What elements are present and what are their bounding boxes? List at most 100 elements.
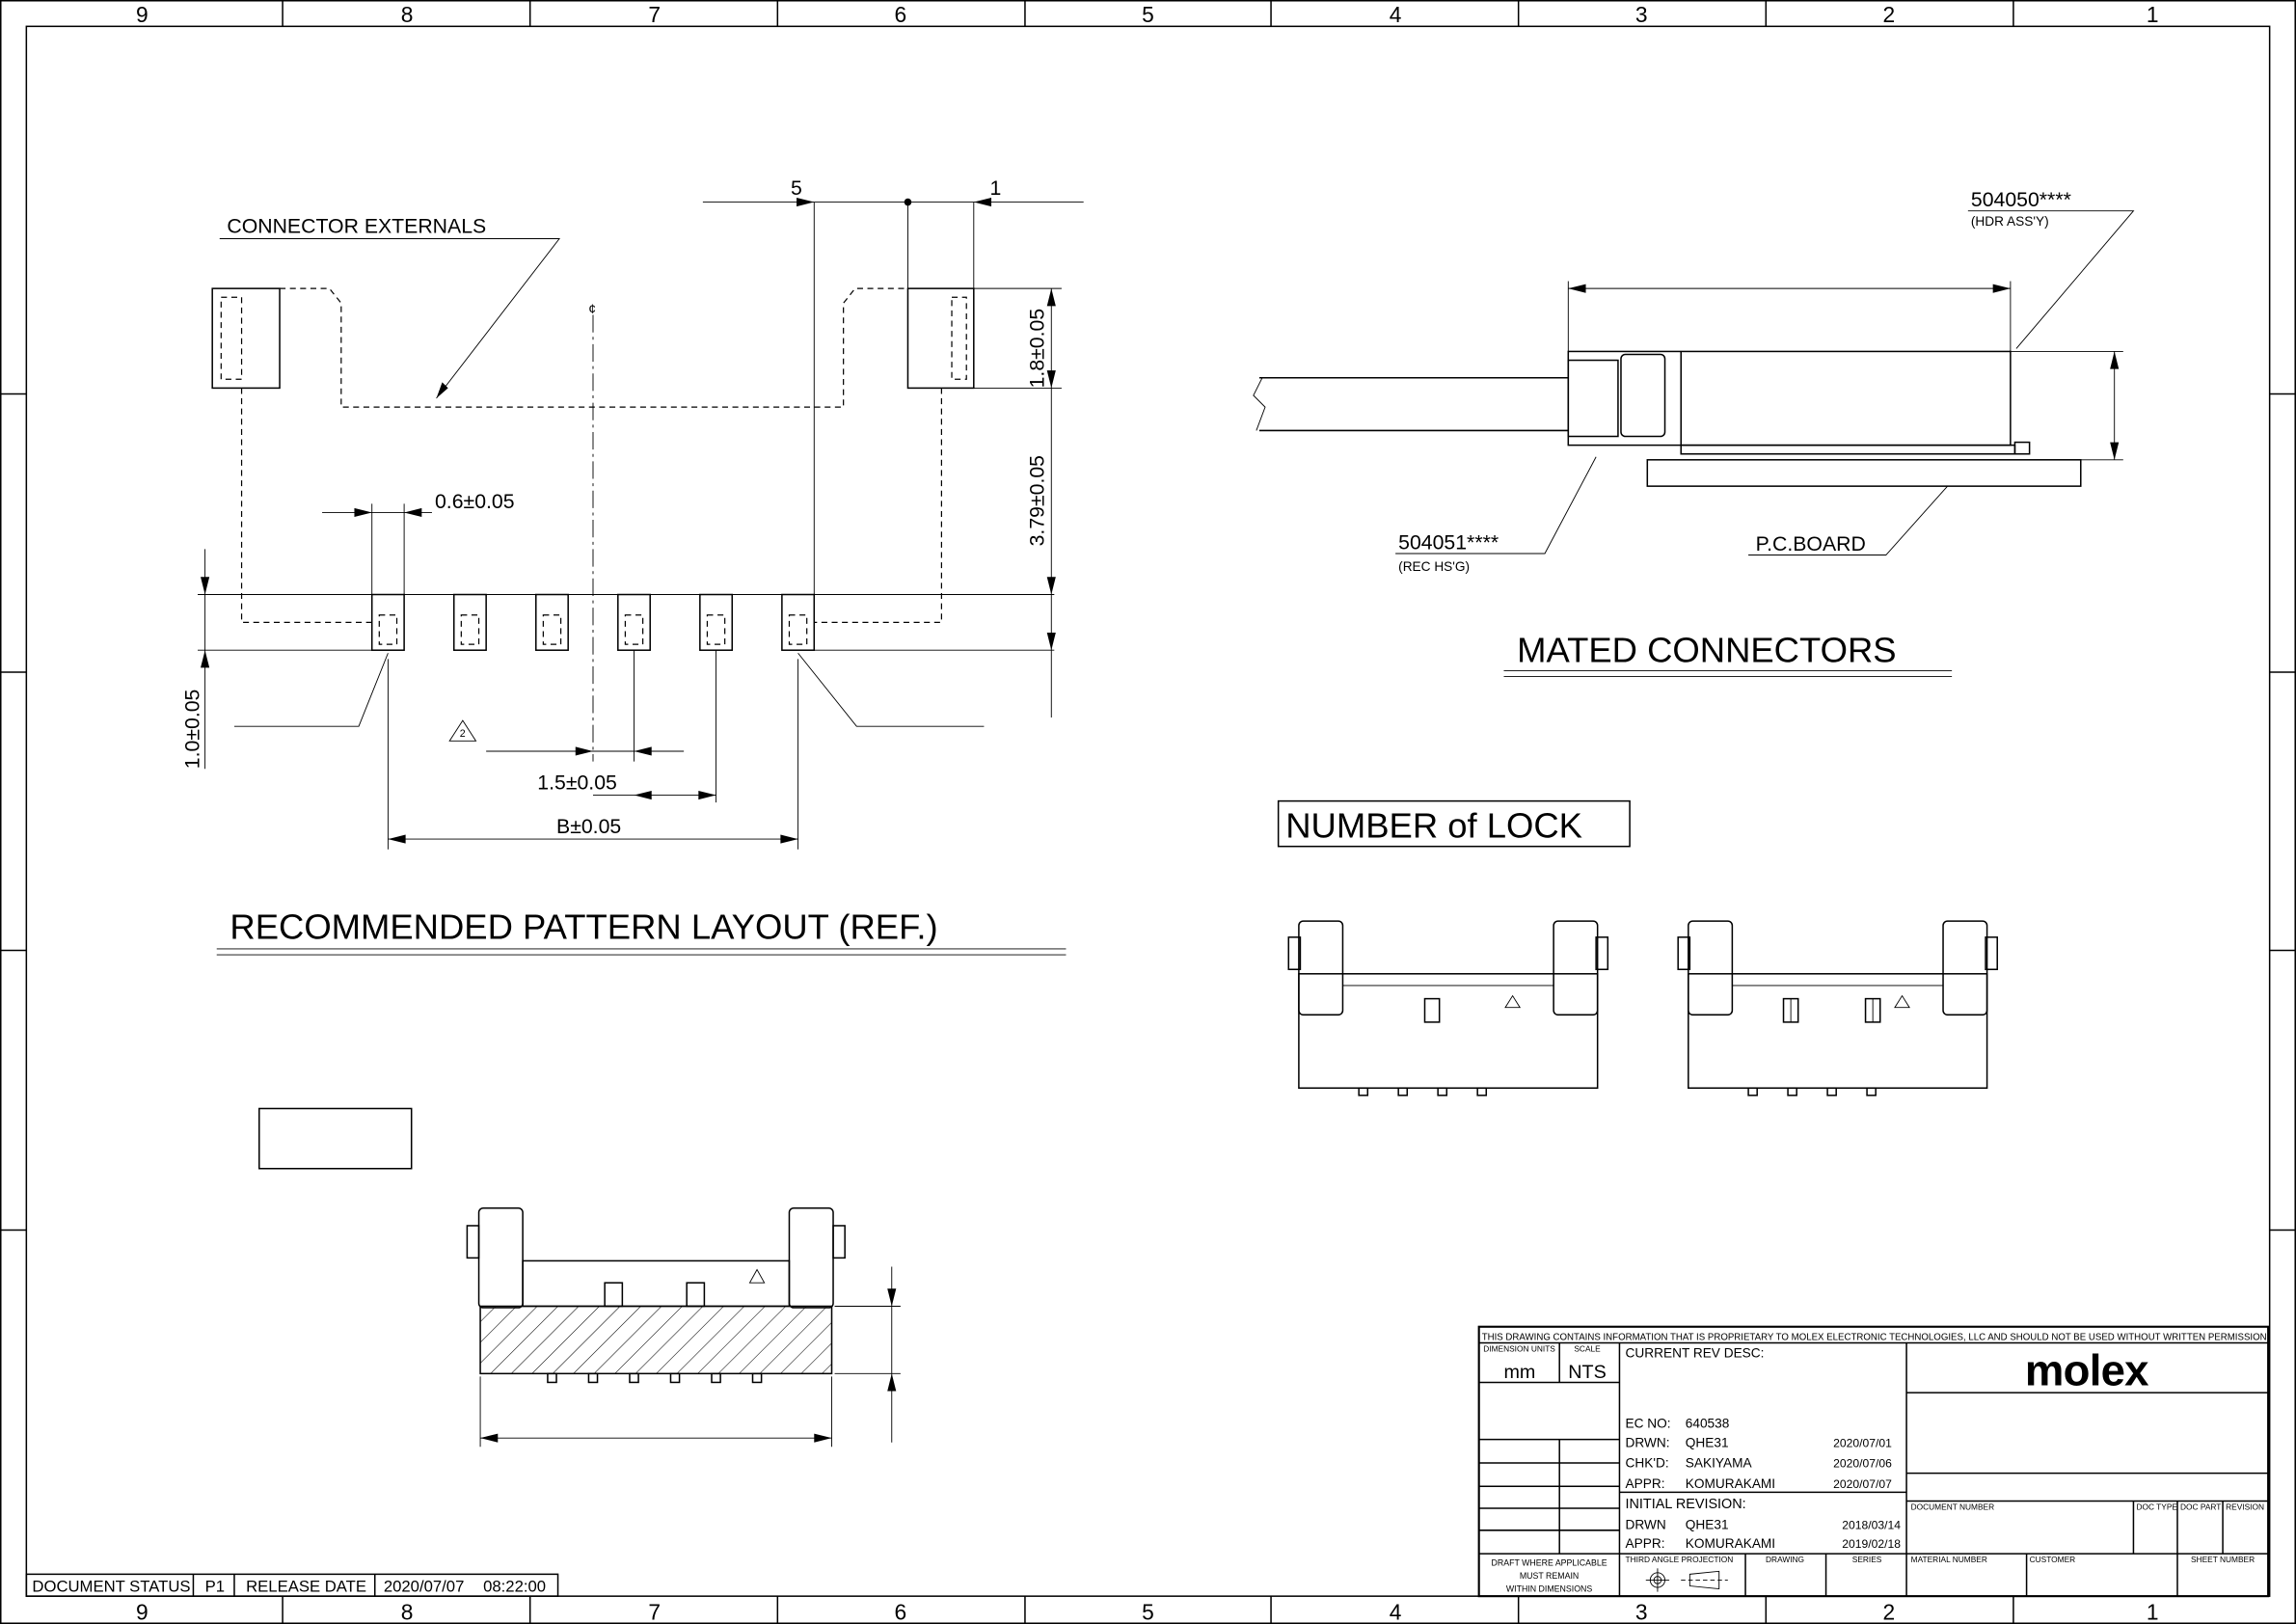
init-appr-label: APPR: [1626, 1536, 1665, 1551]
doc-part-label: DOC PART [2180, 1502, 2221, 1512]
revision-label: REVISION [2226, 1502, 2264, 1512]
dim-1: 1 [990, 176, 1002, 200]
pcb-label: P.C.BOARD [1756, 532, 1866, 555]
lock-pad-right [906, 287, 975, 390]
connector-body [522, 1259, 791, 1308]
lock-window [686, 1282, 706, 1308]
connector-body [1298, 973, 1599, 1089]
signal-pad [699, 593, 734, 651]
ec-no-value: 640538 [1686, 1417, 1730, 1431]
ec-no-label: EC NO: [1626, 1417, 1671, 1431]
zone-3: 3 [1635, 1599, 1648, 1624]
dim-pitch: 1.5±0.05 [537, 771, 617, 794]
side-tab [1595, 936, 1609, 970]
sheet-number-label: SHEET NUMBER [2191, 1555, 2255, 1564]
dimension-units-value: mm [1503, 1362, 1535, 1383]
signal-pad [452, 593, 487, 651]
pad-outline [624, 614, 644, 645]
signal-pad [535, 593, 569, 651]
side-tab [466, 1225, 480, 1259]
dimension-units-label: DIMENSION UNITS [1483, 1344, 1555, 1354]
pin-tail [751, 1372, 763, 1384]
zone-labels-top: 9 8 7 6 5 4 3 2 1 [136, 2, 2159, 27]
pin-tail [1826, 1087, 1837, 1096]
side-tab [1287, 936, 1302, 970]
series-label: SERIES [1852, 1555, 1882, 1564]
zone-8: 8 [401, 2, 414, 27]
drwn-value: QHE31 [1686, 1435, 1729, 1449]
connector-section-view [258, 1107, 901, 1448]
dim-row-distance: 3.79±0.05 [1026, 455, 1049, 546]
pin-tail [587, 1372, 599, 1384]
mated-connectors-view: 504050**** (HDR ASS'Y) 504051**** (REC H… [1253, 188, 2135, 677]
zone-4: 4 [1390, 2, 1402, 27]
init-appr-date: 2019/02/18 [1842, 1537, 1901, 1551]
document-status-value: P1 [205, 1578, 225, 1596]
pin1-mark [1504, 994, 1522, 1009]
release-date-value: 2020/07/07 [384, 1578, 465, 1596]
appr-label: APPR: [1626, 1476, 1665, 1491]
init-drwn-date: 2018/03/14 [1842, 1518, 1901, 1531]
pin1-mark [748, 1268, 766, 1284]
signal-pad [781, 593, 816, 651]
zone-2: 2 [1883, 2, 1896, 27]
lock-pad-left [211, 287, 281, 390]
pin1-mark [1894, 994, 1910, 1009]
pad-outline [706, 614, 726, 645]
lock-arm [1298, 920, 1344, 1016]
release-time-value: 08:22:00 [483, 1578, 546, 1596]
side-tab [832, 1225, 846, 1259]
drwn-label: DRWN: [1626, 1435, 1670, 1449]
chkd-value: SAKIYAMA [1686, 1456, 1753, 1471]
lock-window [604, 1282, 624, 1308]
zone-9: 9 [136, 2, 149, 27]
dim-span: B±0.05 [556, 815, 621, 838]
zone-1: 1 [2147, 2, 2159, 27]
draft-note-line3: WITHIN DIMENSIONS [1506, 1584, 1593, 1594]
pattern-layout-view: CONNECTOR EXTERNALS ¢ 5 1 1.8±0.05 [181, 176, 1084, 956]
signal-pad [617, 593, 651, 651]
init-drwn-label: DRWN [1626, 1517, 1666, 1531]
top-rib [1731, 973, 1944, 987]
zone-1: 1 [2147, 1599, 2159, 1624]
scale-label: SCALE [1574, 1344, 1601, 1354]
pad-outline [460, 614, 480, 645]
lock-arm [1553, 920, 1599, 1016]
side-tab [1985, 936, 1998, 970]
hdr-part-desc: (HDR ASS'Y) [1971, 214, 2049, 229]
lock-arm [477, 1206, 524, 1309]
scale-value: NTS [1568, 1362, 1606, 1383]
pin-tail [1476, 1087, 1488, 1096]
number-of-lock-view: NUMBER of LOCK [1277, 799, 1998, 1096]
pin-tail [547, 1372, 557, 1384]
document-status-bar: DOCUMENT STATUS P1 RELEASE DATE 2020/07/… [25, 1573, 559, 1597]
zone-2: 2 [1883, 1599, 1896, 1624]
pad-outline [788, 614, 808, 645]
appr-date: 2020/07/07 [1833, 1477, 1892, 1491]
zone-7: 7 [648, 2, 661, 27]
init-drwn-value: QHE31 [1686, 1517, 1729, 1531]
zone-6: 6 [895, 2, 907, 27]
zone-4: 4 [1390, 1599, 1402, 1624]
drwn-date: 2020/07/01 [1833, 1436, 1892, 1449]
zone-6: 6 [895, 1599, 907, 1624]
chkd-label: CHK'D: [1626, 1456, 1669, 1471]
pin-tail [1866, 1087, 1877, 1096]
doc-type-label: DOC TYPE [2136, 1502, 2177, 1512]
draft-note-line1: DRAFT WHERE APPLICABLE [1492, 1557, 1607, 1567]
pin-tail [1397, 1087, 1409, 1096]
zone-9: 9 [136, 1599, 149, 1624]
document-number-label: DOCUMENT NUMBER [1911, 1502, 1995, 1512]
dim-lock-height: 1.8±0.05 [1026, 309, 1049, 389]
signal-pad [370, 593, 405, 651]
zone-labels-bottom: 9 8 7 6 5 4 3 2 1 [136, 1599, 2159, 1624]
projection-label: THIRD ANGLE PROJECTION [1626, 1555, 1734, 1564]
customer-label: CUSTOMER [2030, 1555, 2076, 1564]
number-of-lock-title: NUMBER of LOCK [1285, 806, 1582, 846]
pin-tail [629, 1372, 639, 1384]
material-number-label: MATERIAL NUMBER [1911, 1555, 1987, 1564]
lock-arm [1688, 920, 1734, 1016]
zone-5: 5 [1142, 1599, 1154, 1624]
